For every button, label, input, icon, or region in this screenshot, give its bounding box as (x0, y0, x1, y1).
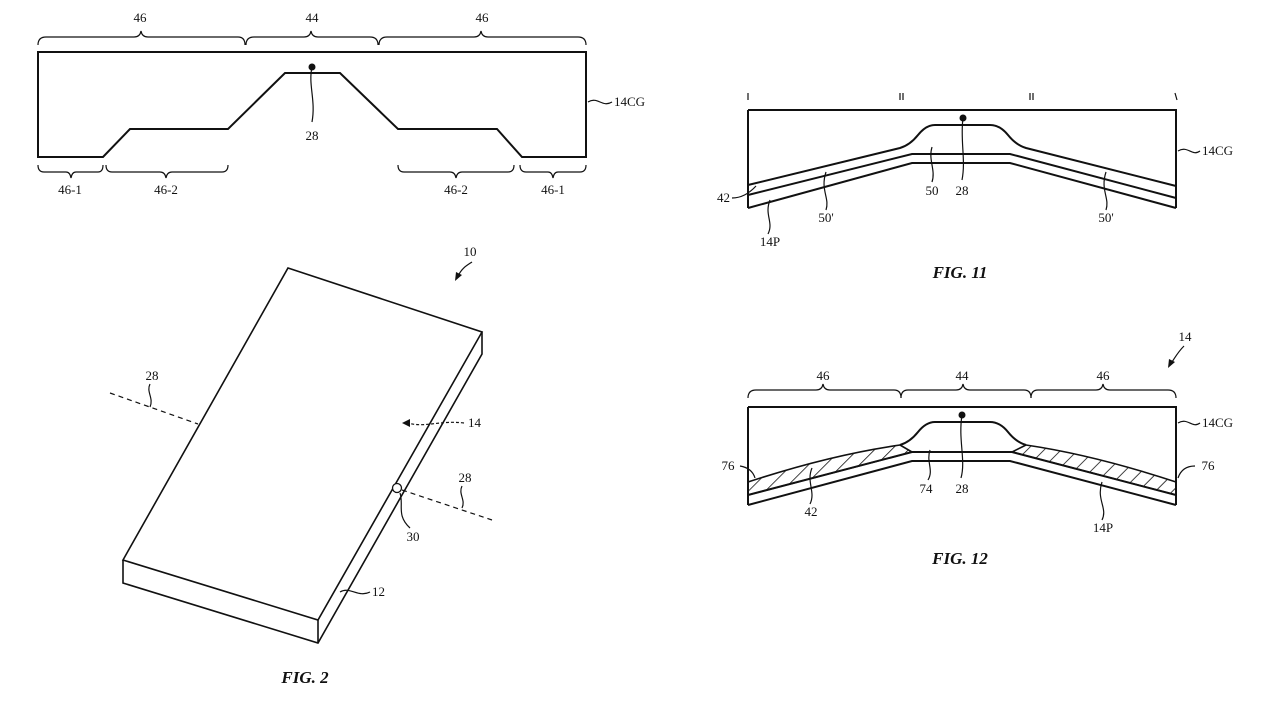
label-46-1: 46-1 (541, 182, 565, 197)
figure-12-cross-section: 14 46 44 46 14CG 76 76 74 28 42 14P FIG.… (722, 329, 1234, 568)
label-46-2: 46-2 (444, 182, 468, 197)
figure-title: FIG. 2 (280, 668, 329, 687)
label-14: 14 (468, 415, 482, 430)
leader-line (587, 99, 613, 105)
label-14P: 14P (760, 234, 780, 249)
label-12: 12 (372, 584, 385, 599)
label-14: 14 (1179, 329, 1193, 344)
label-46: 46 (817, 368, 831, 383)
cover-glass-outline (747, 109, 1177, 208)
label-46-1: 46-1 (58, 182, 82, 197)
label-74: 74 (920, 481, 934, 496)
label-28: 28 (146, 368, 159, 383)
figure-title: FIG. 11 (932, 263, 988, 282)
arrow-icon (457, 261, 473, 277)
label-42: 42 (805, 504, 818, 519)
label-44: 44 (956, 368, 970, 383)
label-76: 76 (1202, 458, 1216, 473)
label-50-prime: 50' (818, 210, 833, 225)
label-46: 46 (1097, 368, 1111, 383)
label-46-2: 46-2 (154, 182, 178, 197)
label-76: 76 (722, 458, 736, 473)
label-28: 28 (956, 481, 969, 496)
brace-46-right (378, 30, 587, 46)
cover-glass-outline (747, 406, 1177, 505)
label-50-prime: 50' (1098, 210, 1113, 225)
label-14P: 14P (1093, 520, 1113, 535)
figure-2-device-perspective: 28 28 10 14 30 12 FIG. 2 (109, 244, 493, 687)
label-42: 42 (717, 190, 730, 205)
label-30: 30 (407, 529, 420, 544)
label-28: 28 (459, 470, 472, 485)
figure-title: FIG. 12 (931, 549, 988, 568)
hatched-adhesive-left (747, 444, 915, 497)
figure-cross-section-top: 46 44 46 28 14CG 46-1 46-2 46-2 46-1 (37, 10, 645, 197)
brace-46-left (37, 30, 246, 46)
label-50: 50 (926, 183, 939, 198)
label-46: 46 (134, 10, 148, 25)
label-46: 46 (476, 10, 490, 25)
label-28: 28 (306, 128, 319, 143)
label-44: 44 (306, 10, 320, 25)
label-10: 10 (464, 244, 477, 259)
label-28: 28 (956, 183, 969, 198)
device-top-face (121, 267, 484, 621)
label-14CG: 14CG (1202, 143, 1233, 158)
label-14CG: 14CG (614, 94, 645, 109)
fold-axis-line (401, 489, 493, 521)
figure-11-cross-section: 50 28 50' 50' 14P 42 14CG FIG. 11 (717, 92, 1233, 282)
hatched-adhesive-right (1009, 444, 1177, 497)
leader-line (310, 66, 314, 123)
cover-glass-outline (37, 51, 587, 158)
device-sides (122, 332, 483, 644)
label-14CG: 14CG (1202, 415, 1233, 430)
brace-44 (245, 30, 379, 46)
hinge-marker (391, 482, 403, 494)
fold-axis-line (109, 392, 199, 425)
